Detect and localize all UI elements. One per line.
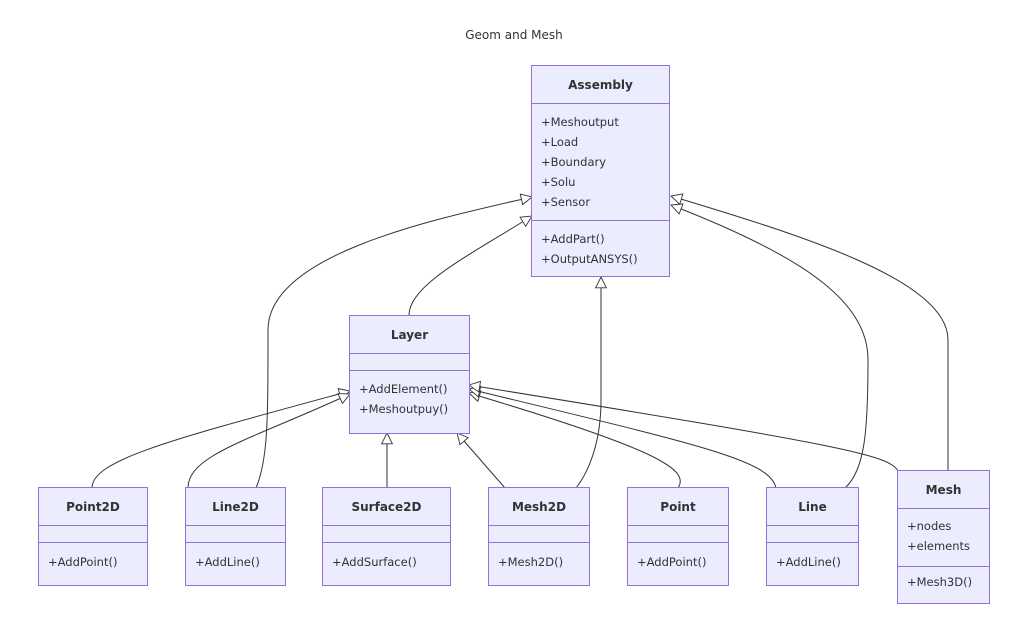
class-method: +AddLine()	[195, 555, 260, 569]
class-point[interactable]: Point +AddPoint()	[627, 487, 729, 586]
edge-point2d-layer	[91, 391, 350, 489]
class-methods: +AddPart() +OutputANSYS()	[532, 221, 669, 269]
class-method: +Mesh3D()	[907, 575, 973, 589]
class-name: Point2D	[39, 488, 147, 526]
class-methods: +AddPoint()	[628, 543, 728, 572]
class-method: +AddPoint()	[637, 555, 707, 569]
class-layer[interactable]: Layer +AddElement() +Meshoutpuy()	[349, 315, 470, 434]
class-method: +OutputANSYS()	[541, 252, 638, 266]
class-methods: +AddPoint()	[39, 543, 147, 572]
class-name: Line	[767, 488, 858, 526]
class-attribute: +nodes	[907, 519, 952, 533]
class-method: +AddElement()	[359, 382, 448, 396]
class-attributes	[39, 526, 147, 543]
class-attributes	[186, 526, 285, 543]
class-method: +AddSurface()	[332, 555, 417, 569]
class-assembly[interactable]: Assembly +Meshoutput +Load +Boundary +So…	[531, 65, 670, 277]
edge-point-layer	[469, 393, 681, 489]
edge-mesh2d-layer	[457, 433, 506, 489]
class-methods: +AddSurface()	[323, 543, 450, 572]
class-methods: +AddLine()	[767, 543, 858, 572]
class-methods: +Mesh3D()	[898, 567, 989, 592]
class-methods: +AddLine()	[186, 543, 285, 572]
class-attributes: +Meshoutput +Load +Boundary +Solu +Senso…	[532, 104, 669, 221]
class-attributes	[767, 526, 858, 543]
class-attributes	[323, 526, 450, 543]
edge-layer-assembly	[408, 216, 532, 316]
class-method: +AddPart()	[541, 232, 605, 246]
class-name: Point	[628, 488, 728, 526]
class-method: +AddPoint()	[48, 555, 118, 569]
class-attributes	[489, 526, 589, 543]
edge-line2d-layer	[187, 394, 350, 489]
class-mesh[interactable]: Mesh +nodes +elements +Mesh3D()	[897, 470, 990, 604]
class-attribute: +Meshoutput	[541, 115, 619, 129]
class-name: Surface2D	[323, 488, 450, 526]
class-name: Mesh2D	[489, 488, 589, 526]
class-attribute: +Load	[541, 135, 579, 149]
class-name: Assembly	[532, 66, 669, 104]
class-name: Line2D	[186, 488, 285, 526]
edge-mesh2d-assembly	[575, 277, 601, 489]
class-methods: +Mesh2D()	[489, 543, 589, 572]
class-method: +Meshoutpuy()	[359, 402, 449, 416]
class-attributes: +nodes +elements	[898, 509, 989, 567]
class-method: +Mesh2D()	[498, 555, 564, 569]
edge-line2d-assembly	[255, 197, 532, 489]
edge-line-assembly	[671, 205, 869, 489]
class-attribute: +Solu	[541, 175, 576, 189]
class-name: Layer	[350, 316, 469, 354]
class-attribute: +elements	[907, 539, 971, 553]
diagram-title: Geom and Mesh	[465, 28, 563, 42]
class-attributes	[628, 526, 728, 543]
class-methods: +AddElement() +Meshoutpuy()	[350, 371, 469, 419]
class-name: Mesh	[898, 471, 989, 509]
edge-mesh-assembly	[671, 196, 949, 470]
class-attribute: +Sensor	[541, 195, 591, 209]
class-line[interactable]: Line +AddLine()	[766, 487, 859, 586]
class-surface2d[interactable]: Surface2D +AddSurface()	[322, 487, 451, 586]
class-attributes	[350, 354, 469, 371]
edge-line-layer	[469, 389, 777, 489]
class-line2d[interactable]: Line2D +AddLine()	[185, 487, 286, 586]
class-method: +AddLine()	[776, 555, 841, 569]
class-mesh2d[interactable]: Mesh2D +Mesh2D()	[488, 487, 590, 586]
edge-mesh-layer	[469, 385, 899, 472]
class-attribute: +Boundary	[541, 155, 607, 169]
class-point2d[interactable]: Point2D +AddPoint()	[38, 487, 148, 586]
